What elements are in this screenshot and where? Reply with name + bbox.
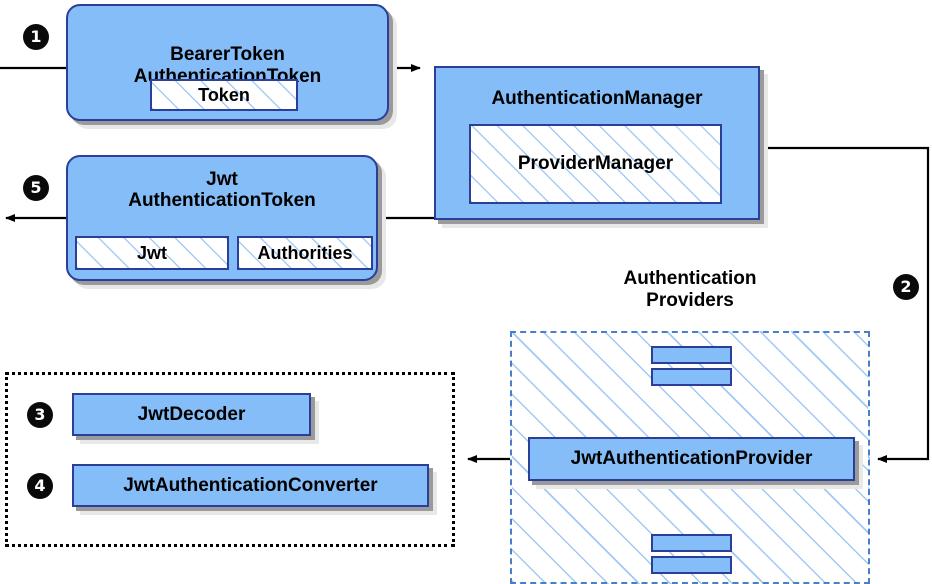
step-bullet-3: 3 [27, 402, 53, 428]
providers-caption-line2: Providers [646, 290, 734, 312]
providers-caption-line1: Authentication [623, 268, 757, 289]
jwt-authentication-token-label-line1: Jwt [206, 169, 238, 190]
jwt-authentication-token-label-line2: AuthenticationToken [128, 190, 316, 212]
step-bullet-1: 1 [23, 24, 49, 50]
node-provider-manager[interactable]: ProviderManager [469, 124, 722, 204]
provider-stack-top-bar-1 [651, 346, 732, 364]
bearer-token-label-line1: BearerToken [170, 44, 285, 66]
authentication-manager-label: AuthenticationManager [491, 88, 703, 109]
authentication-providers-caption: Authentication Providers [560, 268, 820, 313]
node-jwt-decoder[interactable]: JwtDecoder [72, 393, 311, 436]
node-jwt-authentication-provider[interactable]: JwtAuthenticationProvider [528, 437, 855, 481]
node-jwt-authentication-converter[interactable]: JwtAuthenticationConverter [72, 464, 429, 507]
step-bullet-5: 5 [23, 175, 49, 201]
provider-stack-bottom-bar-2 [651, 556, 732, 574]
jwt-authentication-provider-label: JwtAuthenticationProvider [570, 448, 813, 470]
step-bullet-2: 2 [893, 274, 919, 300]
step-bullet-4: 4 [27, 473, 53, 499]
provider-stack-bottom-bar-1 [651, 534, 732, 552]
node-jwt-authentication-token-inner-jwt[interactable]: Jwt [75, 236, 229, 270]
jwt-decoder-label: JwtDecoder [137, 403, 246, 425]
provider-stack-top-bar-2 [651, 368, 732, 386]
node-bearer-token-inner-token[interactable]: Token [150, 79, 298, 111]
jwt-authentication-converter-label: JwtAuthenticationConverter [123, 474, 378, 496]
jwt-helpers-region [5, 372, 455, 547]
edge-manager-to-provider [760, 146, 930, 463]
node-jwt-authentication-token-inner-authorities[interactable]: Authorities [237, 236, 373, 270]
